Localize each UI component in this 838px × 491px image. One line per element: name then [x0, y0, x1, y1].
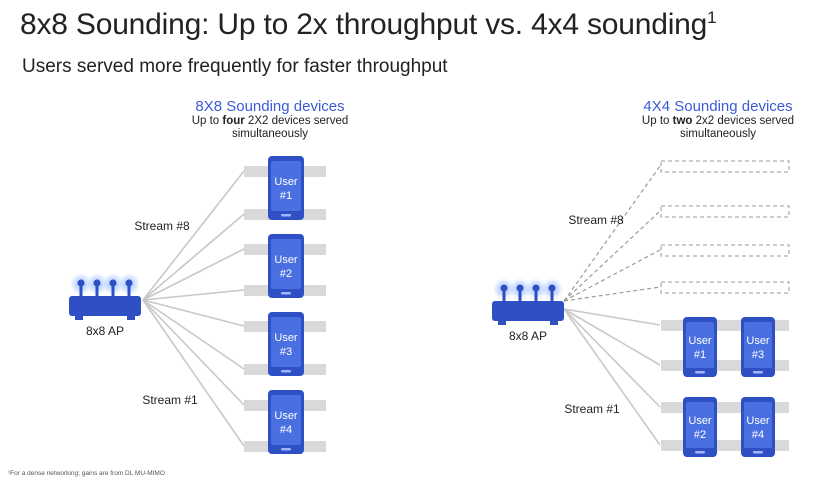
- left-device-screen: [271, 395, 301, 445]
- right-antenna-bar-3: [661, 402, 789, 413]
- left-antenna-tip: [125, 279, 133, 287]
- left-device-button: [281, 370, 291, 373]
- right-router-foot: [498, 321, 506, 325]
- left-user-label: User: [274, 176, 298, 188]
- left-router-foot: [75, 316, 83, 320]
- right-user-label: User: [688, 335, 712, 347]
- right-unused-stream-1: [563, 165, 661, 302]
- right-antenna-bar-2: [661, 360, 789, 371]
- right-stream-line-4: [563, 308, 661, 446]
- right-device-screen: [744, 402, 772, 448]
- left-stream-line-5: [142, 299, 245, 327]
- left-user-label: User: [274, 410, 298, 422]
- right-router-body: [492, 301, 564, 321]
- left-user-device-4: User #4: [268, 390, 304, 454]
- right-antenna-tip: [548, 284, 556, 292]
- left-router-foot: [127, 316, 135, 320]
- left-antenna-tip: [77, 279, 85, 287]
- right-unused-stream-2: [563, 210, 661, 302]
- right-ap-label: 8x8 AP: [509, 329, 547, 343]
- left-stream-line-2: [142, 213, 245, 301]
- right-user-label: User: [746, 335, 770, 347]
- right-unused-slot-1: [660, 160, 790, 173]
- left-stream-line-3: [142, 248, 245, 301]
- right-device-button: [695, 451, 705, 454]
- left-device-button: [281, 214, 291, 217]
- right-antenna-bar-1: [661, 320, 789, 331]
- right-user-device-1: User #1: [683, 317, 717, 377]
- left-router-icon: [69, 273, 141, 320]
- left-panel-heading: 8X8 Sounding devices Up to four 2X2 devi…: [180, 98, 360, 142]
- right-device-screen: [686, 402, 714, 448]
- left-device-button: [281, 292, 291, 295]
- right-device-button: [753, 371, 763, 374]
- left-heading-desc: Up to four 2X2 devices served simultaneo…: [191, 115, 349, 141]
- right-unused-slot-2: [660, 205, 790, 218]
- right-router-icon: [492, 278, 564, 325]
- right-device-screen: [744, 322, 772, 368]
- left-user-number: #1: [280, 190, 292, 202]
- right-user-device-2: User #3: [741, 317, 775, 377]
- left-device-button: [281, 448, 291, 451]
- right-stream-top-label: Stream #8: [568, 213, 624, 227]
- right-heading-title: 4X4 Sounding devices: [643, 98, 793, 115]
- left-ap-label: 8x8 AP: [86, 324, 124, 338]
- left-device-screen: [271, 317, 301, 367]
- left-user-label: User: [274, 332, 298, 344]
- left-user-number: #2: [280, 268, 292, 280]
- right-unused-slot-4: [660, 281, 790, 294]
- left-user-label: User: [274, 254, 298, 266]
- right-antenna-bar-4: [661, 440, 789, 451]
- right-panel-heading: 4X4 Sounding devices Up to two 2x2 devic…: [628, 98, 808, 142]
- left-stream-line-1: [142, 170, 245, 301]
- right-unused-stream-3: [563, 249, 661, 302]
- left-user-device-2: User #2: [268, 234, 304, 298]
- left-antenna-tip: [93, 279, 101, 287]
- right-device-button: [753, 451, 763, 454]
- left-stream-line-6: [142, 299, 245, 370]
- left-stream-bottom-label: Stream #1: [142, 393, 198, 407]
- left-user-number: #4: [280, 424, 292, 436]
- left-stream-top-label: Stream #8: [134, 219, 190, 233]
- right-unused-stream-4: [563, 286, 661, 302]
- left-stream-line-4: [142, 289, 245, 301]
- right-user-number: #2: [694, 429, 706, 441]
- right-user-device-4: User #4: [741, 397, 775, 457]
- right-heading-desc: Up to two 2x2 devices served simultaneou…: [641, 115, 795, 141]
- right-antenna-tip: [532, 284, 540, 292]
- right-user-number: #3: [752, 349, 764, 361]
- right-stream-line-2: [563, 308, 661, 366]
- right-stream-line-1: [563, 308, 661, 326]
- left-user-device-3: User #3: [268, 312, 304, 376]
- right-stream-line-3: [563, 308, 661, 408]
- left-user-number: #3: [280, 346, 292, 358]
- left-stream-line-7: [142, 299, 245, 406]
- left-user-device-1: User #1: [268, 156, 304, 220]
- right-user-label: User: [746, 415, 770, 427]
- left-heading-title: 8X8 Sounding devices: [195, 98, 345, 115]
- footnote: ¹For a dense networking; gains are from …: [8, 470, 165, 477]
- right-router-foot: [550, 321, 558, 325]
- left-device-screen: [271, 239, 301, 289]
- left-router-body: [69, 296, 141, 316]
- right-user-number: #4: [752, 429, 764, 441]
- left-device-screen: [271, 161, 301, 211]
- left-antenna-tip: [109, 279, 117, 287]
- page-subtitle: Users served more frequently for faster …: [22, 56, 448, 77]
- right-user-number: #1: [694, 349, 706, 361]
- right-user-device-3: User #2: [683, 397, 717, 457]
- right-antenna-tip: [516, 284, 524, 292]
- right-unused-slot-3: [660, 244, 790, 257]
- page-title: 8x8 Sounding: Up to 2x throughput vs. 4x…: [20, 8, 717, 41]
- right-user-label: User: [688, 415, 712, 427]
- right-device-screen: [686, 322, 714, 368]
- left-stream-line-8: [142, 299, 245, 447]
- right-stream-bottom-label: Stream #1: [564, 402, 620, 416]
- right-antenna-tip: [500, 284, 508, 292]
- right-device-button: [695, 371, 705, 374]
